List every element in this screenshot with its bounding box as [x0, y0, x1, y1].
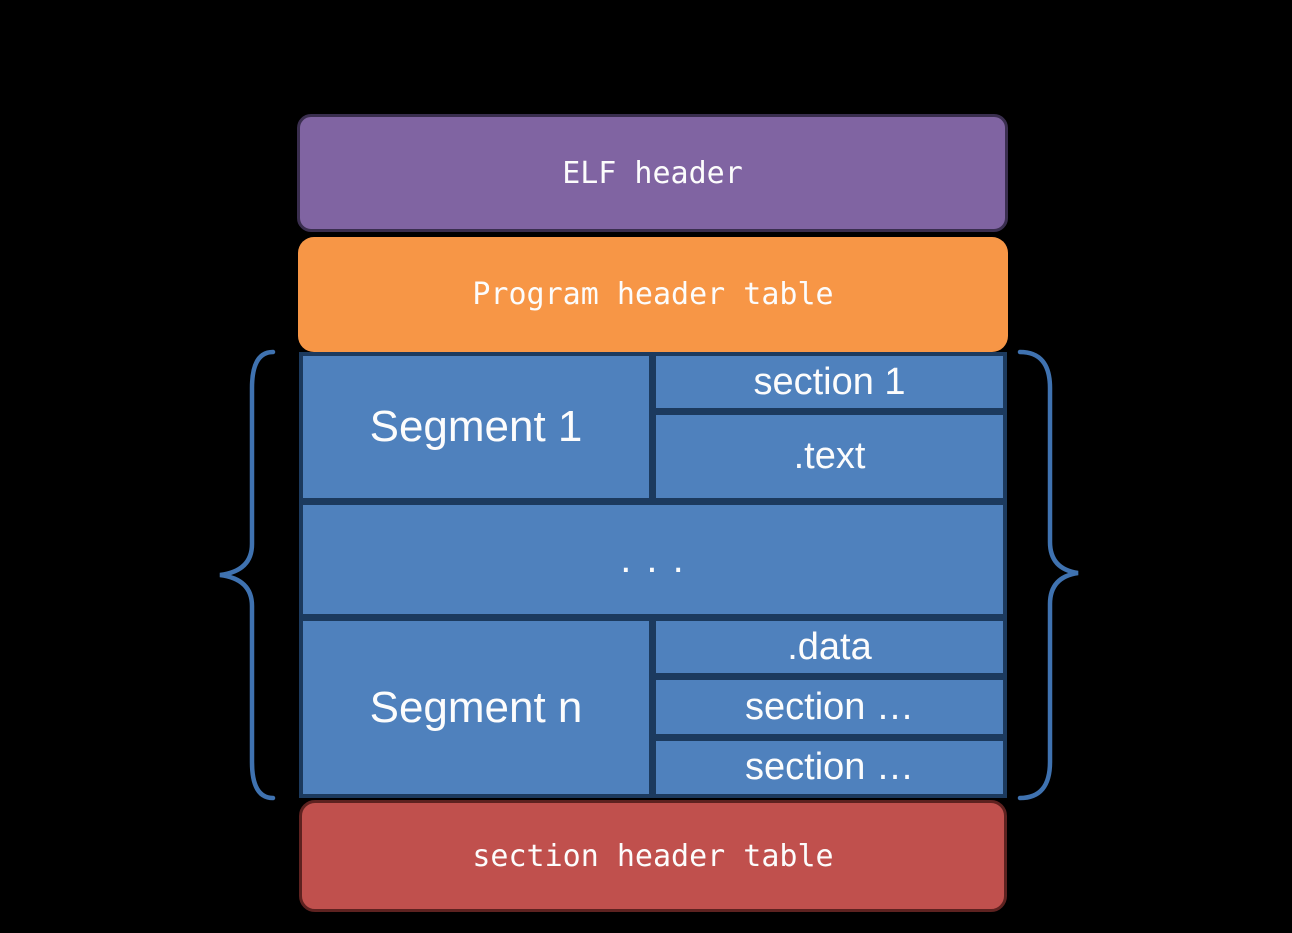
- text-section-label: .text: [793, 435, 866, 477]
- segment-n-sections-column: .data section … section …: [656, 621, 1003, 794]
- segment-1-sections-column: section 1 .text: [656, 356, 1003, 498]
- data-section-label: .data: [787, 625, 872, 668]
- segment-n-label: Segment n: [369, 682, 583, 732]
- right-brace-icon: [1008, 344, 1088, 806]
- ellipsis-cell: . . .: [303, 505, 1003, 614]
- ellipsis-label: . . .: [620, 537, 686, 581]
- section-more-cell-2: section …: [656, 741, 1003, 794]
- left-brace-icon: [205, 344, 277, 806]
- segment-1-label: Segment 1: [369, 402, 583, 451]
- section-more-label-2: section …: [745, 746, 914, 788]
- program-header-table-box: Program header table: [298, 237, 1008, 352]
- section-1-label: section 1: [753, 360, 906, 403]
- elf-header-box: ELF header: [297, 114, 1008, 232]
- segment-1-row: Segment 1 section 1 .text: [303, 356, 1003, 498]
- segment-n-row: Segment n .data section … section …: [303, 621, 1003, 794]
- section-header-table-box: section header table: [299, 800, 1007, 912]
- ellipsis-row: . . .: [303, 505, 1003, 614]
- section-header-table-label: section header table: [472, 838, 834, 874]
- section-more-cell-1: section …: [656, 680, 1003, 734]
- section-1-cell: section 1: [656, 356, 1003, 408]
- data-section-cell: .data: [656, 621, 1003, 673]
- elf-header-label: ELF header: [562, 155, 743, 191]
- section-more-label-1: section …: [745, 685, 914, 728]
- text-section-cell: .text: [656, 415, 1003, 498]
- segment-1-cell: Segment 1: [303, 356, 649, 498]
- program-header-table-label: Program header table: [472, 277, 834, 312]
- segments-sections-area: Segment 1 section 1 .text . . . Segment …: [299, 352, 1007, 798]
- segment-n-cell: Segment n: [303, 621, 649, 794]
